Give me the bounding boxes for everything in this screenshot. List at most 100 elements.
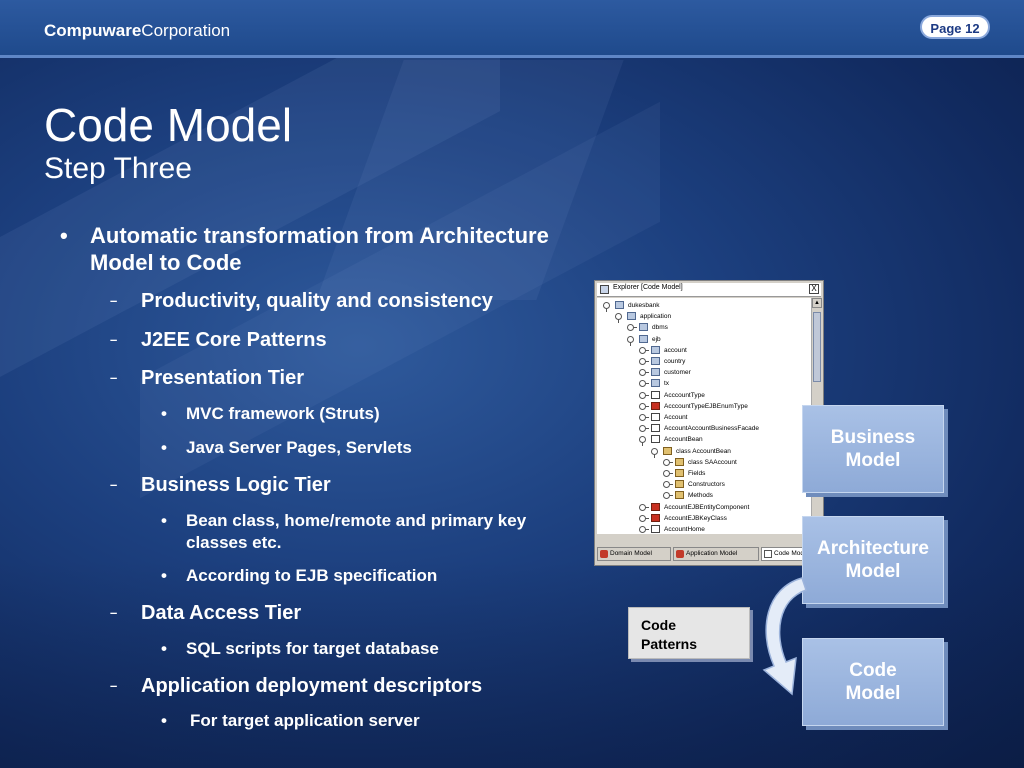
expand-toggle-icon[interactable] [639, 414, 649, 421]
bullet-marker: • [161, 438, 167, 457]
expand-toggle-icon[interactable] [627, 324, 637, 332]
brand-regular: Corporation [141, 21, 231, 40]
tree-node[interactable]: dbms [627, 322, 807, 333]
tree-node[interactable]: AccountBean [639, 434, 807, 447]
collapse-toggle-icon[interactable] [639, 436, 646, 447]
expand-toggle-icon[interactable] [639, 503, 649, 511]
folder-icon [627, 312, 636, 321]
tree-node[interactable]: Account [639, 412, 807, 423]
tree-node[interactable]: AccountHome [639, 524, 807, 534]
expand-toggle-icon[interactable] [639, 402, 649, 410]
red-icon [651, 401, 660, 410]
code-model-icon [764, 550, 772, 558]
folder-icon [615, 301, 624, 309]
dash-marker: – [110, 293, 118, 308]
expand-toggle-icon[interactable] [639, 391, 649, 399]
collapse-toggle-icon[interactable] [627, 335, 634, 346]
bullet-marker: • [161, 566, 167, 585]
tree-node-label: AccountEJBKeyClass [664, 514, 727, 522]
tree-node[interactable]: AcccountType [639, 390, 807, 401]
collapse-toggle-icon[interactable] [603, 302, 610, 312]
tree-node[interactable]: customer [639, 367, 807, 378]
folder-icon [651, 357, 660, 365]
expand-toggle-icon[interactable] [639, 380, 649, 388]
comp-icon [675, 469, 684, 477]
explorer-titlebar: Explorer [Code Model] X [597, 283, 821, 297]
background-band [316, 60, 624, 300]
tree-node[interactable]: dukesbank [603, 300, 807, 312]
collapse-toggle-icon[interactable] [651, 447, 658, 458]
business-model-line1: Business [830, 427, 916, 448]
bullet-business-tier: Business Logic Tier [141, 474, 331, 496]
code-patterns-box: Code Patterns [628, 607, 750, 659]
expand-toggle-icon[interactable] [639, 358, 649, 365]
tree-node[interactable]: class SAAccount [663, 457, 807, 468]
tree-node-label: Account [664, 414, 688, 421]
tree-node-label: Methods [688, 492, 713, 500]
tree-node[interactable]: AcccountTypeEJBEnumType [639, 401, 807, 412]
tree-node-label: account [664, 346, 687, 354]
tree-node-label: class SAAccount [688, 458, 737, 466]
tree-node[interactable]: ejb [627, 334, 807, 346]
bullet-app-server: For target application server [190, 711, 420, 730]
tree-node[interactable]: Constructors [663, 479, 807, 490]
bullet-mvc: MVC framework (Struts) [186, 404, 380, 423]
tree-node[interactable]: AccountEJBKeyClass [639, 513, 807, 524]
folder-icon [639, 334, 648, 343]
expand-toggle-icon[interactable] [663, 470, 673, 477]
bullet-deployment: Application deployment descriptors [141, 675, 483, 697]
collapse-toggle-icon[interactable] [615, 313, 622, 324]
tree-node[interactable]: tx [639, 378, 807, 389]
tree-node[interactable]: account [639, 345, 807, 356]
expand-toggle-icon[interactable] [663, 492, 673, 500]
bullet-automatic-transformation: Automatic transformation from Architectu… [90, 223, 549, 248]
header-bar: CompuwareCorporation Page 12 [0, 0, 1024, 58]
tree-node-label: AccountBean [664, 436, 703, 444]
bullet-marker: • [161, 404, 167, 423]
tree-node[interactable]: AccountEJBEntityComponent [639, 502, 807, 513]
expand-toggle-icon[interactable] [639, 369, 649, 377]
tree-node-label: AccountAccountBusinessFacade [664, 425, 760, 433]
expand-toggle-icon[interactable] [639, 514, 649, 522]
folder-icon [639, 323, 648, 332]
scroll-up-icon[interactable]: ▲ [812, 298, 822, 308]
tree-node-label: tx [664, 380, 670, 388]
slide-title: Code Model [44, 99, 293, 151]
page-icon [651, 413, 660, 421]
expand-toggle-icon[interactable] [639, 346, 649, 354]
tree-node-label: class AccountBean [676, 447, 731, 455]
page-icon [651, 390, 660, 399]
explorer-title: Explorer [Code Model] [613, 284, 683, 291]
bullet-marker: • [161, 639, 167, 658]
tree-node[interactable]: Fields [663, 468, 807, 479]
comp-icon [675, 457, 684, 466]
tree-node[interactable]: application [615, 311, 807, 324]
bullet-ejb-spec: According to EJB specification [186, 566, 438, 585]
business-model-line2: Model [845, 450, 901, 471]
code-model-line2: Model [845, 683, 901, 704]
folder-icon [651, 368, 660, 377]
close-icon[interactable]: X [809, 284, 819, 294]
tab-label: Code Model [774, 550, 810, 557]
expand-toggle-icon[interactable] [663, 481, 673, 489]
expand-toggle-icon[interactable] [663, 458, 673, 466]
dash-marker: – [110, 332, 118, 347]
tree-node[interactable]: AccountAccountBusinessFacade [639, 423, 807, 434]
bullet-jsp: Java Server Pages, Servlets [186, 438, 412, 457]
bullet-marker: • [161, 711, 167, 730]
scrollbar-thumb[interactable] [813, 312, 821, 382]
expand-toggle-icon[interactable] [639, 526, 649, 533]
tree-node-label: Fields [688, 470, 706, 477]
tree-node[interactable]: Methods [663, 490, 807, 501]
expand-toggle-icon[interactable] [639, 425, 649, 433]
bullet-marker: • [161, 511, 167, 530]
tree-node[interactable]: class AccountBean [651, 446, 807, 458]
tab-application-model[interactable]: Application Model [673, 547, 759, 561]
tree-node[interactable]: country [639, 356, 807, 367]
bullet-data-access: Data Access Tier [141, 602, 302, 624]
tab-domain-model[interactable]: Domain Model [597, 547, 671, 561]
page-icon [651, 525, 660, 533]
